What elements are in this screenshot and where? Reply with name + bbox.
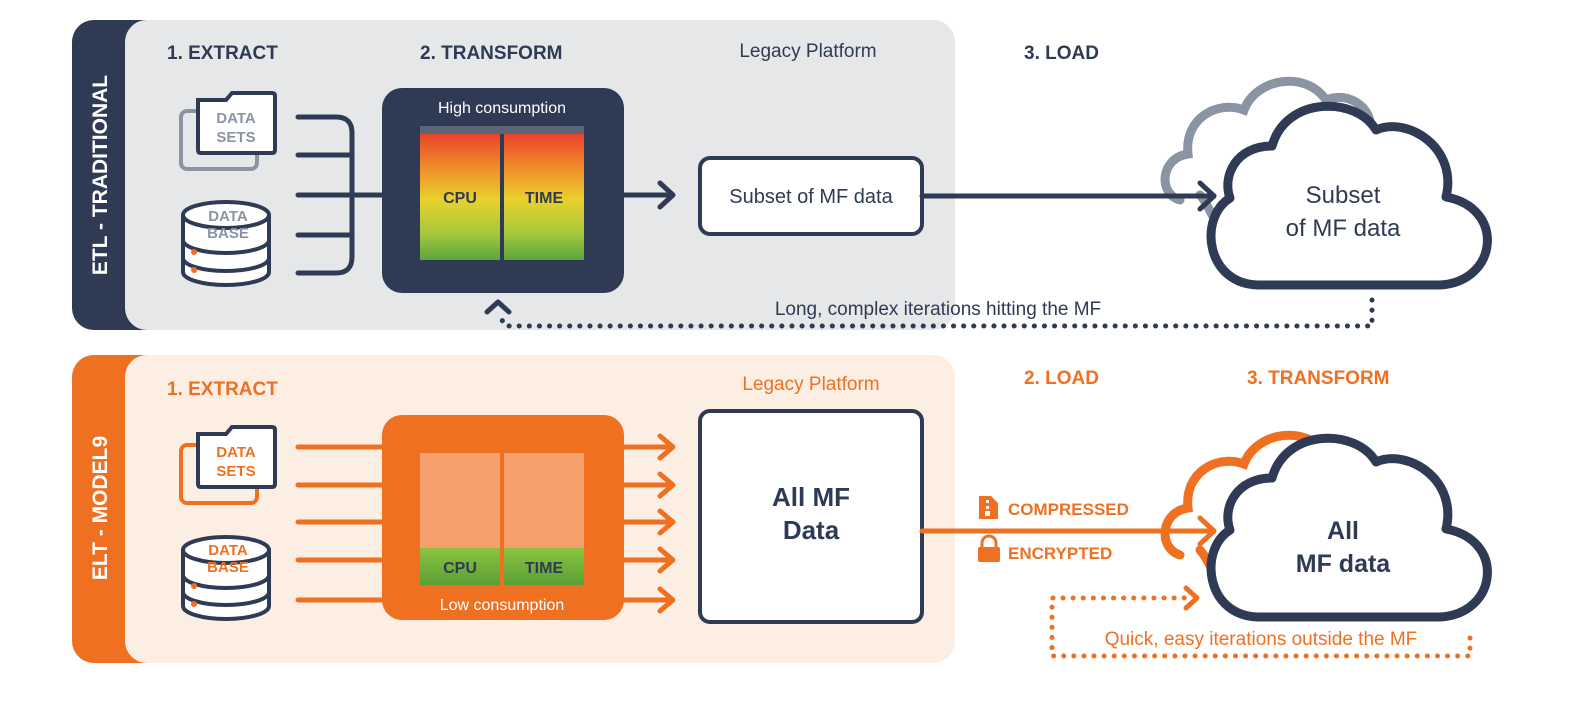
all-mf-data-line1: All MF (772, 482, 850, 512)
step-transform-label: 2. TRANSFORM (420, 43, 563, 64)
load-to-cloud-arrow (919, 515, 1217, 547)
compressed-tag: COMPRESSED (979, 496, 1129, 519)
extract-input-lines (295, 444, 387, 603)
database-icon: DATA BASE (181, 535, 271, 621)
datasets-folder-icon: DATA SETS (179, 425, 277, 505)
zip-file-icon (979, 496, 998, 519)
legacy-platform-label: Legacy Platform (742, 374, 879, 395)
step-load-label: 3. LOAD (1024, 43, 1099, 64)
datasets-folder-icon: DATA SETS (179, 91, 277, 171)
high-consumption-label: High consumption (438, 100, 566, 117)
all-mf-data-line2: Data (783, 515, 840, 545)
all-mf-data-box (698, 409, 924, 624)
extract-connector (295, 114, 385, 276)
datasets-label-line1: DATA (216, 110, 256, 127)
cloud-label-line1: Subset (1306, 182, 1381, 209)
lock-icon (978, 534, 1000, 562)
cpu-meter (420, 126, 500, 260)
step-transform-label: 3. TRANSFORM (1247, 368, 1390, 389)
cloud-label-line2: MF data (1296, 550, 1392, 578)
subset-box-label: Subset of MF data (729, 186, 893, 208)
step-load-label: 2. LOAD (1024, 368, 1099, 389)
cloud-label-line1: All (1327, 517, 1359, 545)
database-label-line2: BASE (207, 225, 249, 242)
datasets-label-line1: DATA (216, 444, 256, 461)
transform-box-high: High consumption CPU TIME (382, 88, 624, 293)
datasets-label-line2: SETS (216, 129, 255, 146)
cpu-label: CPU (443, 190, 477, 207)
side-label: ELT - MODEL9 (89, 436, 112, 580)
cloud-icon-model9: All MF data (1160, 430, 1492, 622)
time-meter (504, 126, 584, 260)
cloud-icon-traditional: Subset of MF data (1160, 76, 1492, 290)
database-label-line2: BASE (207, 559, 249, 576)
transform-to-subset-arrow (621, 180, 676, 210)
iteration-loop-model9: Quick, easy iterations outside the MF (1049, 585, 1473, 659)
side-label: ETL - TRADITIONAL (89, 75, 112, 275)
legacy-platform-label: Legacy Platform (739, 41, 876, 62)
transform-output-arrows (621, 433, 676, 614)
subset-to-cloud-arrow (919, 180, 1217, 212)
cpu-label: CPU (443, 560, 477, 577)
transform-box-low: CPU TIME Low consumption (382, 415, 624, 620)
iteration-label-traditional: Long, complex iterations hitting the MF (775, 299, 1101, 320)
database-label-line1: DATA (208, 542, 248, 559)
elt-model9-panel: ELT - MODEL9 1. EXTRACT Legacy Platform … (72, 355, 1390, 663)
time-label: TIME (525, 190, 564, 207)
encrypted-label: ENCRYPTED (1008, 544, 1112, 563)
step-extract-label: 1. EXTRACT (167, 43, 278, 64)
time-meter (504, 548, 584, 585)
database-icon: DATA BASE (181, 200, 271, 287)
time-label: TIME (525, 560, 564, 577)
iteration-loop-traditional: Long, complex iterations hitting the MF (484, 297, 1375, 329)
compressed-label: COMPRESSED (1008, 500, 1129, 519)
low-consumption-label: Low consumption (440, 597, 565, 614)
iteration-label-model9: Quick, easy iterations outside the MF (1105, 629, 1418, 650)
database-label-line1: DATA (208, 208, 248, 225)
cpu-meter (420, 548, 500, 585)
datasets-label-line2: SETS (216, 463, 255, 480)
cloud-label-line2: of MF data (1286, 215, 1401, 242)
step-extract-label: 1. EXTRACT (167, 379, 278, 400)
etl-traditional-panel: ETL - TRADITIONAL 1. EXTRACT 2. TRANSFOR… (72, 20, 1099, 330)
encrypted-tag: ENCRYPTED (978, 534, 1112, 563)
